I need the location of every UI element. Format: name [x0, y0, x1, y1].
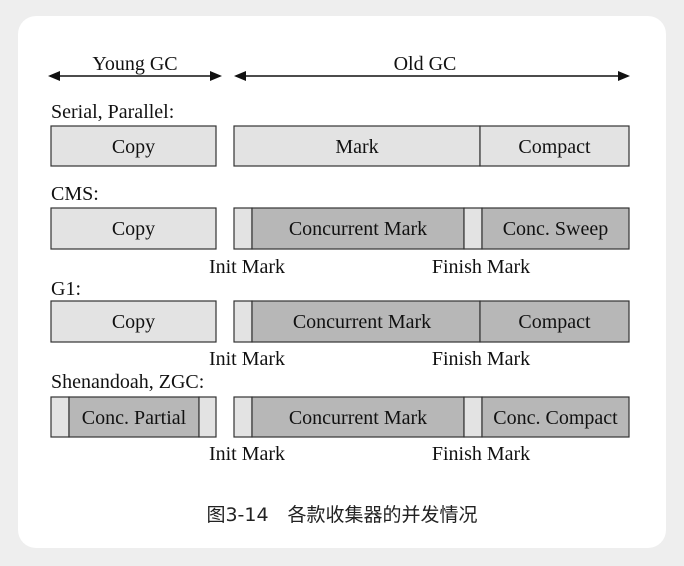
phase-copy-label: Copy: [112, 136, 155, 158]
row-label-serial-parallel: Serial, Parallel:: [51, 101, 174, 123]
phase-concurrent-mark: [251, 396, 465, 438]
row-label-cms: CMS:: [51, 183, 99, 205]
marker-init-mark: Init Mark: [209, 443, 285, 465]
phase-compact-label: Compact: [518, 311, 591, 333]
marker-finish-mark: Finish Mark: [432, 443, 530, 465]
phase-concurrent-mark-label: Concurrent Mark: [293, 311, 431, 333]
phase-compact: [479, 125, 630, 167]
marker-init-mark: Init Mark: [209, 348, 285, 370]
marker-finish-mark: Finish Mark: [432, 348, 530, 370]
phase-compact-label: Compact: [518, 136, 591, 158]
phase-concurrent-mark-label: Concurrent Mark: [289, 218, 427, 240]
phase-conc-partial: [68, 396, 200, 438]
old-gc-label: Old GC: [394, 53, 457, 75]
phase-init-mark: [233, 396, 253, 438]
phase-conc-sweep-label: Conc. Sweep: [503, 218, 609, 240]
marker-finish-mark: Finish Mark: [432, 256, 530, 278]
phase-copy: [50, 300, 217, 343]
young-gc-arrow: [48, 71, 222, 81]
phase-concurrent-mark-label: Concurrent Mark: [289, 407, 427, 429]
phase-copy-label: Copy: [112, 311, 155, 333]
phase-final: [198, 396, 217, 438]
young-gc-label: Young GC: [92, 53, 177, 75]
phase-conc-compact: [481, 396, 630, 438]
row-g1: Copy Concurrent Mark Compact: [50, 300, 630, 343]
figure-card: [18, 16, 666, 548]
row-cms: Copy Concurrent Mark Conc. Sweep: [50, 207, 630, 250]
old-gc-arrow: [234, 71, 630, 81]
phase-conc-partial-label: Conc. Partial: [82, 407, 187, 429]
phase-init: [50, 396, 70, 438]
phase-concurrent-mark: [251, 300, 481, 343]
phase-copy: [50, 207, 217, 250]
phase-concurrent-mark: [251, 207, 465, 250]
phase-init-mark: [233, 300, 253, 343]
phase-compact: [479, 300, 630, 343]
phase-finish-mark: [463, 396, 483, 438]
phase-conc-compact-label: Conc. Compact: [493, 407, 618, 429]
phase-copy: [50, 125, 217, 167]
row-label-shenandoah-zgc: Shenandoah, ZGC:: [51, 371, 204, 393]
phase-finish-mark: [463, 207, 483, 250]
phase-conc-sweep: [481, 207, 630, 250]
phase-mark-label: Mark: [335, 136, 378, 158]
phase-init-mark: [233, 207, 253, 250]
row-shenandoah-zgc: Conc. Partial Concurrent Mark Conc. Comp…: [50, 396, 630, 438]
figure-caption: 图3-14 各款收集器的并发情况: [206, 504, 478, 526]
marker-init-mark: Init Mark: [209, 256, 285, 278]
phase-copy-label: Copy: [112, 218, 155, 240]
row-serial-parallel: Copy Mark Compact: [50, 125, 630, 167]
row-label-g1: G1:: [51, 278, 81, 300]
phase-mark: [233, 125, 481, 167]
